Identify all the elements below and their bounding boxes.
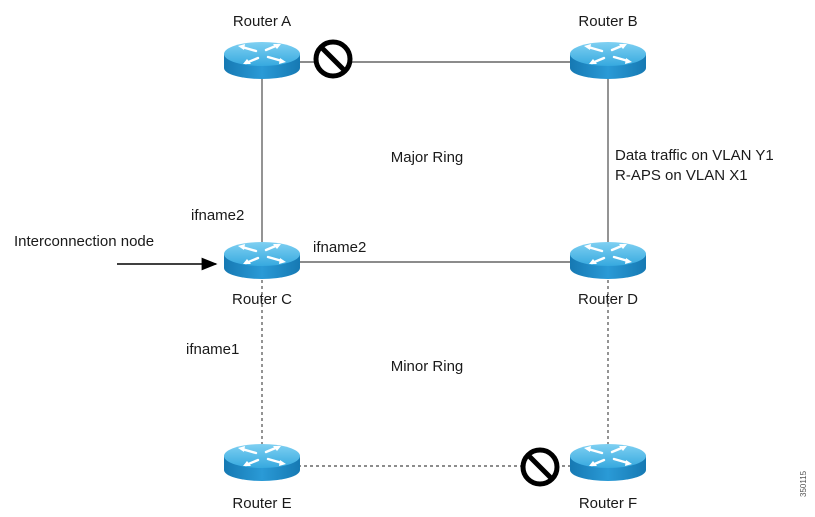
router-e-label: Router E — [232, 495, 291, 512]
interface-label-c-bottom: ifname1 — [186, 341, 239, 358]
router-d-label: Router D — [578, 291, 638, 308]
raps-label: R-APS on VLAN X1 — [615, 167, 748, 184]
router-d: Router D — [568, 240, 648, 308]
major-ring-label: Major Ring — [391, 149, 464, 166]
router-icon — [222, 240, 302, 281]
router-b: Router B — [568, 13, 648, 81]
blocked-port-icon — [316, 42, 350, 76]
interface-label-c-right: ifname2 — [313, 239, 366, 256]
links — [261, 61, 609, 467]
router-c: Router C — [222, 240, 302, 308]
data-traffic-label: Data traffic on VLAN Y1 — [615, 147, 774, 164]
interface-label-c-top: ifname2 — [191, 207, 244, 224]
router-icon — [568, 40, 648, 81]
router-f-label: Router F — [579, 495, 637, 512]
figure-id: 350115 — [799, 470, 808, 497]
router-e: Router E — [222, 442, 302, 512]
interconnection-node-label: Interconnection node — [14, 233, 154, 250]
router-icon — [568, 240, 648, 281]
router-a-label: Router A — [233, 13, 291, 30]
router-c-label: Router C — [232, 291, 292, 308]
router-f: Router F — [568, 442, 648, 512]
router-a: Router A — [222, 13, 302, 81]
router-icon — [568, 442, 648, 483]
blocked-port-icon — [523, 450, 557, 484]
router-icon — [222, 442, 302, 483]
router-b-label: Router B — [578, 13, 637, 30]
minor-ring-label: Minor Ring — [391, 358, 464, 375]
router-icon — [222, 40, 302, 81]
